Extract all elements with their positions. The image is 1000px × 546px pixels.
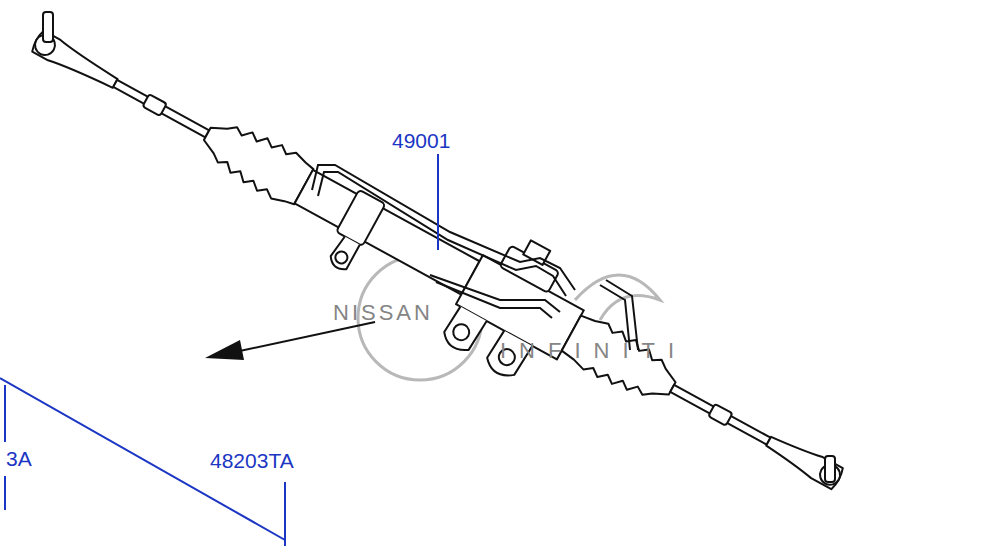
ball-stud [43,12,835,482]
watermark: INFINITI [500,340,687,362]
leader-line [437,154,439,250]
callout-number: 49001 [392,130,450,151]
hydraulic-pipe [312,165,638,350]
watermark: NISSAN [333,302,433,324]
callout-number: 48203TA [210,450,294,471]
callout-number: 3A [6,448,32,469]
steering-rack [2,0,868,541]
direction-arrow [205,322,375,360]
